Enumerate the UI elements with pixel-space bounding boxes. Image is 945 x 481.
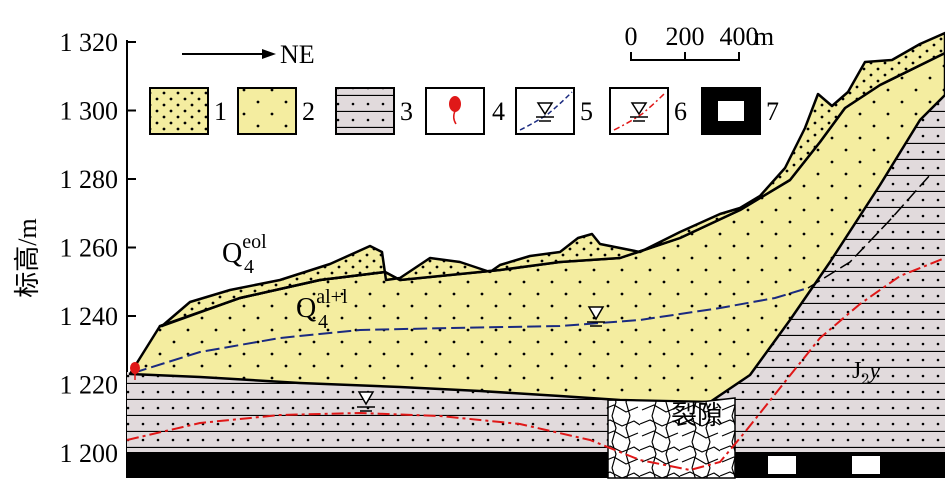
base-bed-white-block: [852, 456, 880, 474]
scale-tick-0: 0: [625, 22, 638, 51]
dense-dot-sand-swatch: [149, 87, 209, 135]
black-water-table: [807, 174, 931, 289]
fracture-label: 裂隙: [671, 401, 723, 431]
red-water-table-icon: [609, 87, 669, 135]
water-level-marker-icon: [357, 391, 375, 412]
y-tick-label: 1 320: [60, 28, 119, 57]
direction-label: NE: [280, 40, 315, 69]
legend: 1 2 3 4 5 6: [149, 87, 779, 135]
y-tick-label: 1 260: [60, 234, 119, 263]
black-white-bed-icon: [701, 87, 761, 135]
scale-tick-200: 200: [666, 22, 705, 51]
eolian-base-contact: [161, 270, 386, 328]
alluvial-label: Qal+l: [296, 286, 348, 324]
legend-num-4: 4: [492, 97, 505, 126]
legend-num-5: 5: [580, 97, 593, 126]
spring-legend-icon: [425, 87, 485, 135]
water-level-marker-icon: [587, 306, 605, 327]
bedrock-layer: [127, 95, 945, 452]
sparse-dot-sand-swatch: [237, 87, 297, 135]
alluvial-label-sub: 4: [318, 311, 328, 333]
y-tick-label: 1 280: [60, 165, 119, 194]
direction-arrow: NE: [182, 40, 315, 69]
bedrock-label: J2y: [852, 358, 880, 388]
scale-unit: m: [754, 22, 774, 51]
scale-bar: 0 200 400 m: [625, 22, 774, 61]
eolian-label: Qeol: [222, 231, 267, 269]
blue-water-table: [132, 287, 809, 374]
y-tick-label: 1 200: [60, 439, 119, 468]
eolian-sand-layer: [158, 31, 945, 328]
y-tick-label: 1 300: [60, 97, 119, 126]
legend-num-7: 7: [766, 97, 779, 126]
y-axis: 1 320 1 300 1 280 1 260 1 240 1 220 1 200 标高/m: [13, 28, 136, 478]
base-bed-white-block: [768, 456, 796, 474]
eolian-label-sub: 4: [244, 256, 254, 278]
y-tick-label: 1 220: [60, 371, 119, 400]
blue-water-table-icon: [515, 87, 575, 135]
legend-num-2: 2: [302, 97, 315, 126]
spring-marker-icon: [130, 362, 140, 380]
legend-num-6: 6: [674, 97, 687, 126]
red-water-table: [127, 257, 945, 472]
y-tick-label: 1 240: [60, 302, 119, 331]
base-bed-right: [735, 452, 945, 478]
legend-num-1: 1: [214, 97, 227, 126]
base-bed-black: [127, 452, 608, 478]
scale-tick-400: 400: [720, 22, 759, 51]
y-axis-title: 标高/m: [13, 218, 42, 297]
striped-sandstone-swatch: [335, 87, 395, 135]
legend-num-3: 3: [400, 97, 413, 126]
